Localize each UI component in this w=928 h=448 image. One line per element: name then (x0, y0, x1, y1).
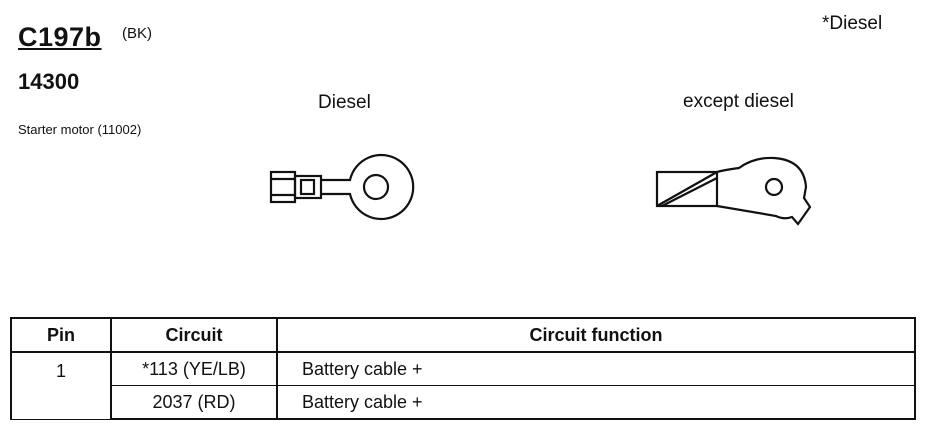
header-circuit: Circuit (110, 317, 278, 353)
except-diesel-ring-terminal-icon (655, 156, 812, 226)
component-description: Starter motor (11002) (18, 122, 142, 137)
table-row: 2037 (RD) Battery cable + (11, 385, 916, 420)
diesel-terminal-label: Diesel (318, 92, 371, 113)
header-pin: Pin (10, 317, 112, 353)
table-row: 1 *113 (YE/LB) Battery cable + (10, 351, 916, 420)
part-number: 14300 (18, 69, 80, 94)
function-cell: Battery cable + (276, 351, 916, 386)
pin-cell: 1 (10, 351, 112, 420)
function-cell: Battery cable + (276, 385, 916, 420)
connector-id: C197b (18, 22, 102, 52)
except-diesel-terminal-label: except diesel (683, 91, 794, 112)
pin-table: Pin Circuit Circuit function 1 *113 (YE/… (10, 317, 916, 420)
circuit-cell: 2037 (RD) (110, 385, 278, 420)
connector-color-code: (BK) (122, 25, 152, 42)
header-circuit-function: Circuit function (276, 317, 916, 353)
diesel-ring-terminal-icon (269, 153, 415, 221)
diesel-footnote: *Diesel (822, 13, 883, 34)
circuit-cell: *113 (YE/LB) (110, 351, 278, 386)
